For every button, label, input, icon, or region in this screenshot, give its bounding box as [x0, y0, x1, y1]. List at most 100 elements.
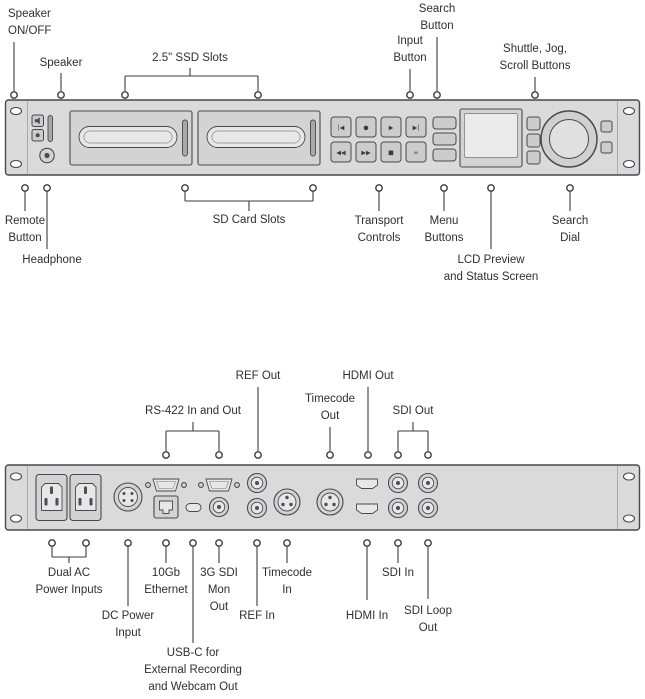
- speaker-grille: [47, 115, 53, 142]
- callout-sd-card-slots: [181, 184, 317, 211]
- callout-label-sdi-out: SDI Out: [392, 405, 434, 417]
- callout-timecode-out: [326, 427, 334, 459]
- callout-label-ethernet: 10Gb Ethernet: [144, 567, 188, 596]
- timecode-out-xlr: [316, 488, 344, 516]
- lcd-screen: [459, 108, 523, 168]
- callout-label-sdi-in: SDI In: [382, 567, 414, 579]
- loop-icon: ∞: [414, 150, 419, 157]
- callout-usb-c: [189, 539, 197, 643]
- callout-label-sdi-loop-out: SDI Loop Out: [404, 605, 452, 634]
- callout-dual-ac: [48, 539, 90, 563]
- menu-input-button-column: [432, 116, 457, 162]
- callout-sdi-out: [394, 422, 432, 459]
- ref-in-bnc: [246, 497, 268, 519]
- rack-ear-holes: [9, 472, 636, 523]
- skip-forward-icon: ▶|: [413, 125, 420, 132]
- ssd-slot-2: [197, 110, 321, 166]
- sdi-in-bnc: [387, 497, 409, 519]
- callout-label-hdmi-out: HDMI Out: [342, 370, 394, 382]
- ac-power-input-1: [35, 473, 68, 522]
- play-icon: ▶: [389, 125, 394, 132]
- callout-label-timecode-in: Timecode In: [261, 567, 313, 596]
- callout-label-lcd-preview: LCD Preview and Status Screen: [443, 254, 539, 283]
- callout-shuttle-jog: [531, 77, 539, 99]
- callout-speaker-on-off: [10, 42, 18, 99]
- callout-sdi-loop: [424, 539, 432, 599]
- callout-transport-controls: [375, 184, 383, 211]
- sd-card-slot-1: [182, 119, 188, 157]
- callout-label-input-button: Input Button: [393, 35, 427, 64]
- callout-menu-buttons: [440, 184, 448, 211]
- callout-lcd: [487, 184, 495, 249]
- rs422-port-1: [145, 478, 187, 492]
- callout-label-timecode-out: Timecode Out: [304, 393, 356, 422]
- rewind-icon: ◀◀: [336, 150, 346, 157]
- callout-label-shuttle-jog: Shuttle, Jog, Scroll Buttons: [499, 43, 571, 72]
- record-icon: ●: [363, 125, 368, 132]
- dc-power-input-xlr: [113, 482, 143, 512]
- callout-label-ref-in: REF In: [239, 610, 275, 622]
- rear-panel: [4, 464, 641, 531]
- callout-label-speaker-on-off: Speaker ON/OFF: [8, 8, 52, 37]
- callout-label-transport: Transport Controls: [354, 215, 404, 244]
- callout-sdi-mon: [215, 539, 223, 563]
- callout-label-remote-button: Remote Button: [4, 215, 46, 244]
- callout-label-speaker: Speaker: [39, 57, 83, 69]
- callout-search-button: [433, 37, 441, 99]
- callout-sdi-in: [394, 539, 402, 563]
- callout-speaker: [57, 73, 65, 99]
- callout-label-dc-power: DC Power Input: [101, 610, 155, 639]
- sdi-loop-out-bnc: [417, 497, 439, 519]
- callout-search-dial: [566, 184, 574, 211]
- callout-hdmi-in: [363, 539, 371, 600]
- callout-label-search-button: Search Button: [418, 3, 456, 32]
- ssd-slot-1: [69, 110, 193, 166]
- skip-back-icon: |◀: [338, 125, 345, 132]
- callout-label-sd-card-slots: SD Card Slots: [212, 214, 286, 226]
- rs422-port-2: [198, 478, 240, 492]
- sdi-monitor-out-bnc: [208, 496, 230, 518]
- headphone-jack: [39, 147, 55, 164]
- callout-timecode-in: [283, 539, 291, 563]
- callout-input-button: [406, 69, 414, 99]
- callout-dc-power: [124, 539, 132, 606]
- callout-label-hdmi-in: HDMI In: [345, 610, 389, 622]
- aux-buttons: [600, 120, 613, 154]
- callout-remote-button: [21, 184, 29, 211]
- callout-label-usb-c: USB-C for External Recording and Webcam …: [144, 647, 242, 693]
- speaker-on-off-button: [31, 114, 44, 127]
- callout-ref-out: [254, 387, 262, 459]
- sdi-out-a-bnc: [387, 472, 409, 494]
- rack-ear-holes: [9, 106, 636, 169]
- callout-label-ref-out: REF Out: [235, 370, 281, 382]
- ref-out-bnc: [246, 472, 268, 494]
- front-panel: |◀ ● ▶ ▶| ◀◀ ▶▶ ■ ∞: [4, 99, 641, 176]
- callout-label-search-dial: Search Dial: [551, 215, 589, 244]
- transport-controls-cluster: |◀ ● ▶ ▶| ◀◀ ▶▶ ■ ∞: [330, 116, 427, 163]
- callout-label-dual-ac: Dual AC Power Inputs: [35, 567, 103, 596]
- stop-icon: ■: [388, 150, 394, 157]
- ethernet-port: [153, 495, 179, 519]
- timecode-in-xlr: [273, 488, 301, 516]
- hdmi-in-port: [356, 503, 378, 514]
- hdmi-out-port: [356, 478, 378, 489]
- sd-card-slot-2: [310, 119, 316, 157]
- callout-label-headphone: Headphone: [22, 254, 82, 266]
- callout-rs422: [162, 422, 223, 459]
- sdi-out-b-bnc: [417, 472, 439, 494]
- callout-ssd-slots: [121, 68, 262, 99]
- callout-lines: [10, 37, 574, 643]
- remote-button-control: [31, 129, 44, 142]
- callout-hdmi-out: [364, 387, 372, 459]
- ac-power-input-2: [69, 473, 102, 522]
- callout-label-menu-buttons: Menu Buttons: [424, 215, 464, 244]
- callout-label-sdi-mon-out: 3G SDI Mon Out: [200, 567, 238, 613]
- scroll-buttons: [526, 116, 541, 165]
- callout-label-rs422: RS-422 In and Out: [145, 405, 241, 417]
- callout-ref-in: [253, 539, 261, 606]
- callout-ethernet: [162, 539, 170, 563]
- fast-forward-icon: ▶▶: [361, 150, 371, 157]
- search-dial-knob: [540, 110, 598, 168]
